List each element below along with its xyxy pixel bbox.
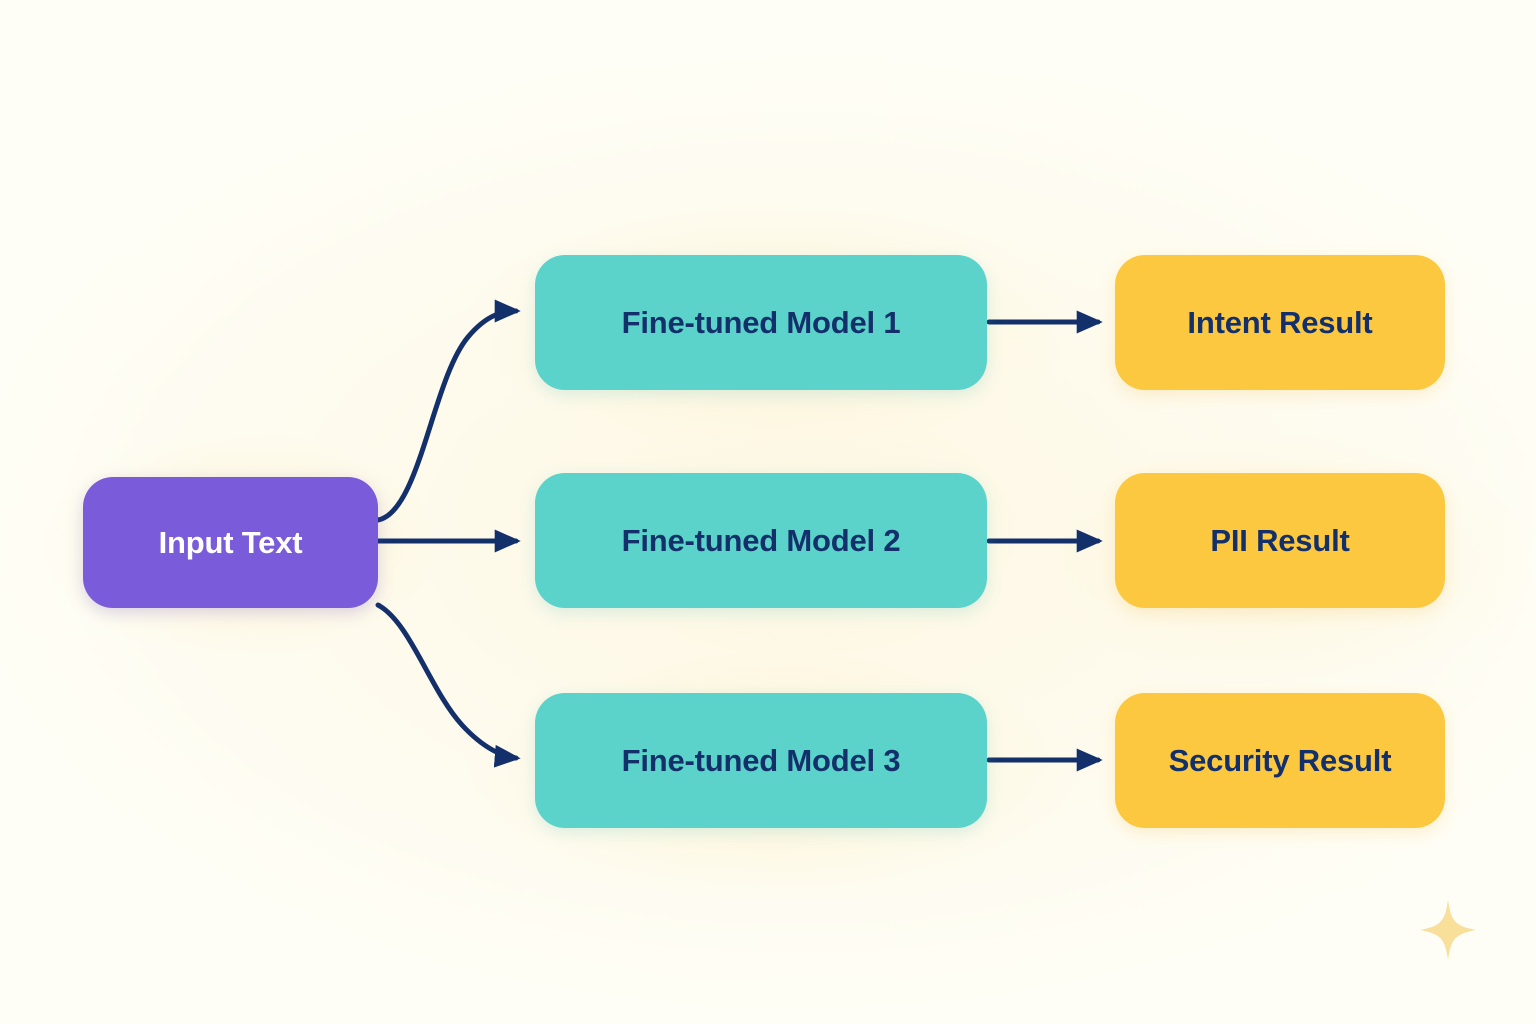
node-intent-result[interactable]: Intent Result xyxy=(1115,255,1445,390)
connector-input-to-model-1 xyxy=(375,299,521,523)
node-security-result-label: Security Result xyxy=(1168,742,1392,778)
node-fine-tuned-model-2-label: Fine-tuned Model 2 xyxy=(621,522,901,558)
node-fine-tuned-model-3[interactable]: Fine-tuned Model 3 xyxy=(535,693,987,828)
node-fine-tuned-model-1-label: Fine-tuned Model 1 xyxy=(621,304,901,340)
node-input-text[interactable]: Input Text xyxy=(83,477,378,608)
node-input-text-label: Input Text xyxy=(158,524,303,560)
node-pii-result-label: PII Result xyxy=(1210,522,1350,558)
node-fine-tuned-model-2[interactable]: Fine-tuned Model 2 xyxy=(535,473,987,608)
connector-input-to-model-3 xyxy=(375,602,521,768)
node-fine-tuned-model-1[interactable]: Fine-tuned Model 1 xyxy=(535,255,987,390)
node-security-result[interactable]: Security Result xyxy=(1115,693,1445,828)
node-intent-result-label: Intent Result xyxy=(1187,304,1373,340)
node-fine-tuned-model-3-label: Fine-tuned Model 3 xyxy=(621,742,901,778)
node-pii-result[interactable]: PII Result xyxy=(1115,473,1445,608)
